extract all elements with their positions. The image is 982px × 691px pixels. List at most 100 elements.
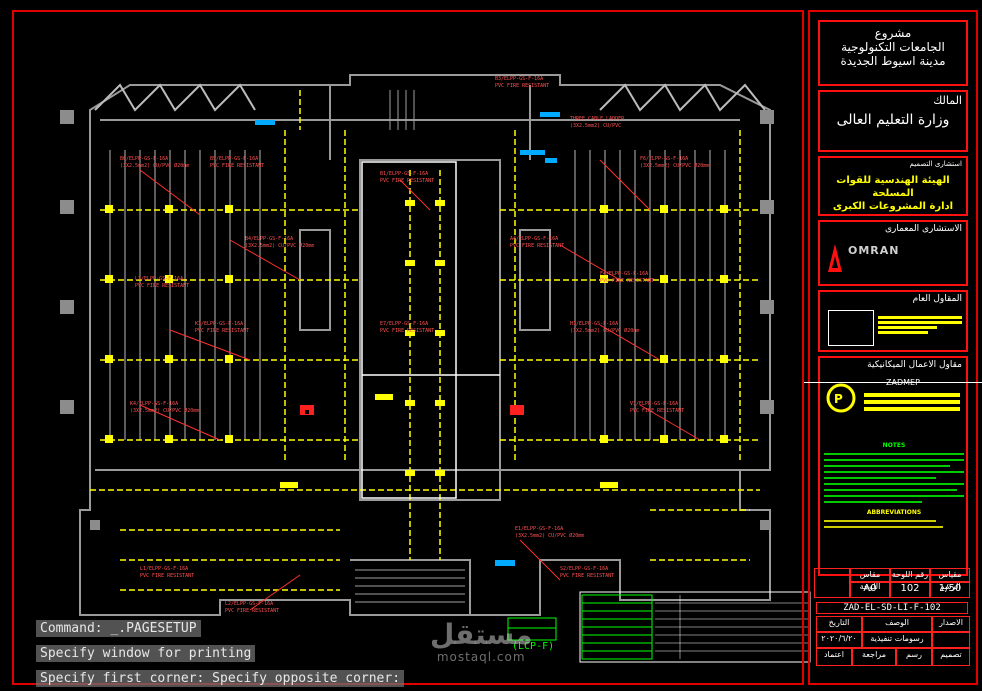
notes-heading: NOTES [882, 442, 906, 449]
command-line-3[interactable]: Specify first corner: Specify opposite c… [36, 670, 405, 687]
svg-text:THREE CABLE LADDER: THREE CABLE LADDER [570, 116, 625, 122]
svg-text:L1/ELPP-GS-F-16A: L1/ELPP-GS-F-16A [140, 566, 188, 572]
owner-name: وزارة التعليم العالى [836, 112, 950, 128]
date-value-cell: ٢٠٢٠/٦/٢٠ [816, 632, 862, 648]
general-contractor-box: المقاول العام [818, 290, 968, 352]
svg-text:(3X2.5mm2) CU/PVC Ø20mm: (3X2.5mm2) CU/PVC Ø20mm [130, 407, 199, 414]
svg-text:E7/ELPP-GS-F-16A: E7/ELPP-GS-F-16A [380, 321, 428, 327]
sheet-no-label-cell: رقم اللوحة [890, 568, 930, 582]
draw-label-cell: رسم [896, 648, 932, 666]
design-consultant-dept: ادارة المشروعات الكبرى [832, 201, 954, 212]
sheet-border [12, 10, 804, 685]
general-contractor-label: المقاول العام [912, 294, 962, 304]
circuit-labels: B6/ELPP-GS-F-16A(3X2.5mm2) CU/PVC Ø20mm … [120, 76, 709, 614]
spare-cell [814, 568, 850, 598]
svg-text:H1/ELPP-GS-F-16A: H1/ELPP-GS-F-16A [570, 321, 618, 327]
svg-text:PVC FIRE RESISTANT: PVC FIRE RESISTANT [135, 283, 189, 289]
light-fixtures [105, 200, 728, 488]
title-block: مشروع الجامعات التكنولوجية مدينة اسيوط ا… [808, 10, 978, 685]
zadmep-logo-icon: P [826, 378, 856, 418]
svg-text:PVC FIRE RESISTANT: PVC FIRE RESISTANT [630, 408, 684, 414]
project-name: الجامعات التكنولوجية [841, 40, 945, 54]
owner-label: المالك [933, 94, 962, 107]
svg-text:L3/ELPP-GS-F-16A: L3/ELPP-GS-F-16A [135, 276, 183, 282]
design-consultant-box: استشارى التصميم الهيئة الهندسية للقوات ا… [818, 156, 968, 216]
omran-logo-text: OMRAN [848, 244, 900, 257]
review-label-cell: مراجعة [852, 648, 896, 666]
sheet-no-value-cell: 102 [890, 582, 930, 598]
svg-text:P: P [834, 392, 843, 406]
building-walls [79, 74, 771, 616]
project-label: مشروع [874, 26, 912, 40]
scale-label-cell: مقياس الرسم [930, 568, 970, 591]
svg-text:PVC FIRE RESISTANT: PVC FIRE RESISTANT [210, 163, 264, 169]
svg-text:PVC FIRE RESISTANT: PVC FIRE RESISTANT [510, 243, 564, 249]
svg-text:(3X2.5mm2) CU/PVC Ø20mm: (3X2.5mm2) CU/PVC Ø20mm [640, 162, 709, 169]
watermark-arabic: مستقل [430, 618, 533, 651]
svg-text:PVC FIRE RESISTANT: PVC FIRE RESISTANT [495, 83, 549, 89]
sheet-size-label-cell: مقاس اللوحة [850, 568, 890, 591]
svg-text:(3X2.5mm2) CU/PVC Ø20mm: (3X2.5mm2) CU/PVC Ø20mm [120, 162, 189, 169]
floor-label: (LCP-F) [512, 641, 555, 652]
cursor-crosshair [804, 382, 982, 383]
owner-box: المالك وزارة التعليم العالى [818, 90, 968, 152]
seating-right [574, 150, 726, 440]
contractor-logo-icon [828, 310, 874, 346]
date-label-cell: التاريخ [816, 616, 862, 632]
svg-text:(3X2.5mm2) CU/PVC Ø20mm: (3X2.5mm2) CU/PVC Ø20mm [570, 327, 639, 334]
svg-text:PVC FIRE RESISTANT: PVC FIRE RESISTANT [225, 608, 279, 614]
svg-text:PVC FIRE RESISTANT: PVC FIRE RESISTANT [195, 328, 249, 334]
svg-text:(3X2.5mm2) CU/PVC: (3X2.5mm2) CU/PVC [570, 123, 621, 129]
arch-consultant-box: الاستشارى المعمارى OMRAN [818, 220, 968, 286]
svg-text:B6/ELPP-GS-F-16A: B6/ELPP-GS-F-16A [120, 156, 168, 162]
design-consultant-name: الهيئة الهندسية للقوات المسلحة [836, 175, 950, 199]
svg-text:S2/ELPP-GS-F-16A: S2/ELPP-GS-F-16A [560, 566, 608, 572]
svg-text:K3/ELPP-GS-F-16A: K3/ELPP-GS-F-16A [195, 321, 243, 327]
scale-value-cell: 1/50 [930, 582, 970, 598]
svg-text:PVC FIRE RESISTANT: PVC FIRE RESISTANT [560, 573, 614, 579]
stairs [355, 90, 465, 603]
command-line-1: Command: _.PAGESETUP [36, 620, 201, 637]
svg-text:A4/ELPP-GS-F-16A: A4/ELPP-GS-F-16A [510, 236, 558, 242]
omran-logo-icon [826, 238, 844, 274]
svg-text:F4/ELPP-GS-F-16A: F4/ELPP-GS-F-16A [600, 271, 648, 277]
watermark: مستقل mostaql.com [430, 618, 533, 665]
mep-contractor-box: مقاول الاعمال الميكانيكية P ZADMEP NOTES [818, 356, 968, 576]
svg-text:PVC FIRE RESISTANT: PVC FIRE RESISTANT [140, 573, 194, 579]
annotation-leaders [139, 159, 701, 611]
svg-text:B3/ELPP-GS-F-16A: B3/ELPP-GS-F-16A [495, 76, 543, 82]
distribution-boards [300, 405, 524, 415]
columns [60, 110, 774, 530]
svg-text:B4/ELPP-GS-F-16A: B4/ELPP-GS-F-16A [245, 236, 293, 242]
desc-label-cell: الوصف [862, 616, 932, 632]
svg-text:PVC FIRE RESISTANT: PVC FIRE RESISTANT [380, 178, 434, 184]
svg-text:B5/ELPP-GS-F-16A: B5/ELPP-GS-F-16A [210, 156, 258, 162]
roof-profile [94, 83, 766, 112]
svg-text:K4/ELPP-GS-F-16A: K4/ELPP-GS-F-16A [130, 401, 178, 407]
abbreviations-heading: ABBREVIATIONS [866, 509, 922, 516]
svg-text:(3X2.5mm2) CU/PVC Ø20mm: (3X2.5mm2) CU/PVC Ø20mm [245, 242, 314, 249]
contractor-details [878, 314, 962, 336]
corridor-tray [361, 161, 500, 499]
svg-text:B1/ELPP-GS-F-16A: B1/ELPP-GS-F-16A [380, 171, 428, 177]
svg-text:F6/ELPP-GS-F-16A: F6/ELPP-GS-F-16A [640, 156, 688, 162]
svg-text:(3X2.5mm2) CU/PVC Ø20mm: (3X2.5mm2) CU/PVC Ø20mm [515, 532, 584, 539]
legend-table [579, 591, 811, 663]
lcp-callout [507, 617, 557, 641]
svg-text:PVC FIRE RESISTANT: PVC FIRE RESISTANT [380, 328, 434, 334]
approve-label-cell: اعتماد [816, 648, 852, 666]
desc-value-cell: رسومات تنفيذية [862, 632, 932, 648]
project-city: مدينة اسيوط الجديدة [840, 54, 946, 68]
drawing-code: ZAD-EL-SD-LI-F-102 [816, 602, 968, 614]
project-box: مشروع الجامعات التكنولوجية مدينة اسيوط ا… [818, 20, 968, 86]
issue-value-cell [932, 632, 970, 648]
svg-text:PVC FIRE RESISTANT: PVC FIRE RESISTANT [600, 278, 654, 284]
watermark-latin: mostaql.com [436, 650, 526, 664]
seating-left [109, 150, 261, 440]
panels [255, 112, 560, 566]
issue-label-cell: الاصدار [932, 616, 970, 632]
notes-block: NOTES ABBREVIATIONS [824, 442, 964, 532]
mep-details [864, 390, 960, 414]
